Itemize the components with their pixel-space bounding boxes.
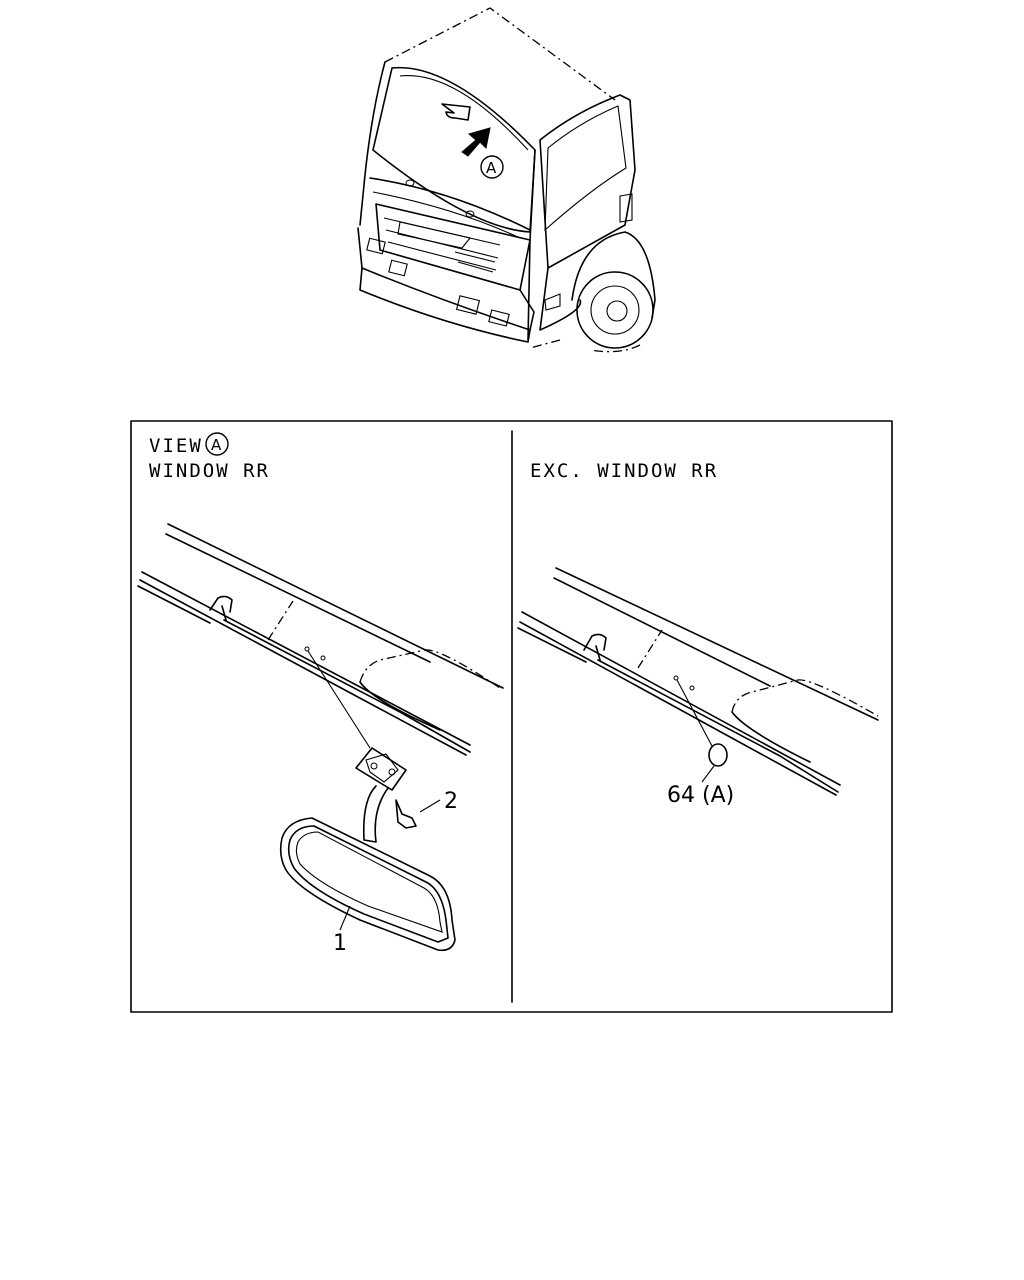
view-letter: A xyxy=(211,436,222,454)
panel-window-rr: VIEW A WINDOW RR 2 xyxy=(137,432,504,956)
panel-exc-window-rr: EXC. WINDOW RR 64 (A) xyxy=(517,460,879,808)
rear-view-mirror xyxy=(279,817,456,952)
exc-window-rr-label: EXC. WINDOW RR xyxy=(530,460,718,482)
callout-1: 1 xyxy=(333,931,347,956)
truck-cab-illustration: A xyxy=(357,7,656,353)
view-ref-letter: A xyxy=(486,159,497,177)
diagram-frame xyxy=(130,420,893,1013)
callout-64a: 64 (A) xyxy=(667,783,734,808)
view-letter-circle xyxy=(205,432,229,456)
screw-icon xyxy=(395,799,417,829)
window-rr-label: WINDOW RR xyxy=(149,460,270,482)
plug-icon xyxy=(708,743,728,767)
callout-2: 2 xyxy=(444,789,458,814)
view-title: VIEW xyxy=(149,435,203,457)
